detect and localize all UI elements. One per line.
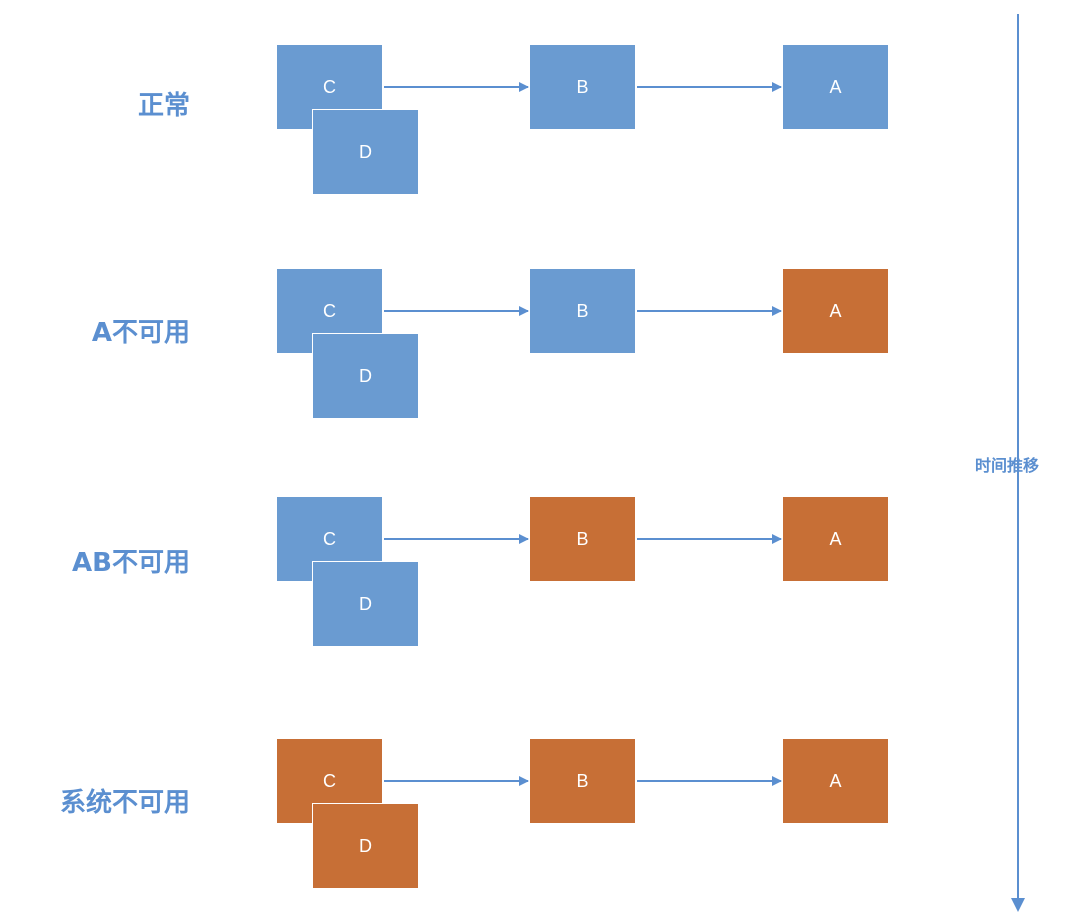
node-d: D xyxy=(312,561,419,647)
row-label: 系统不可用 xyxy=(59,788,190,818)
node-d: D xyxy=(312,803,419,889)
node-a: A xyxy=(782,738,889,824)
node-d: D xyxy=(312,109,419,195)
node-a: A xyxy=(782,44,889,130)
row-label: A不可用 xyxy=(91,318,190,348)
time-axis-label: 时间推移 xyxy=(975,456,1040,475)
node-b: B xyxy=(529,268,636,354)
node-b: B xyxy=(529,44,636,130)
row-label: 正常 xyxy=(137,91,190,121)
node-a: A xyxy=(782,496,889,582)
node-d: D xyxy=(312,333,419,419)
node-a: A xyxy=(782,268,889,354)
row-label: AB不可用 xyxy=(72,548,190,578)
node-b: B xyxy=(529,738,636,824)
node-b: B xyxy=(529,496,636,582)
